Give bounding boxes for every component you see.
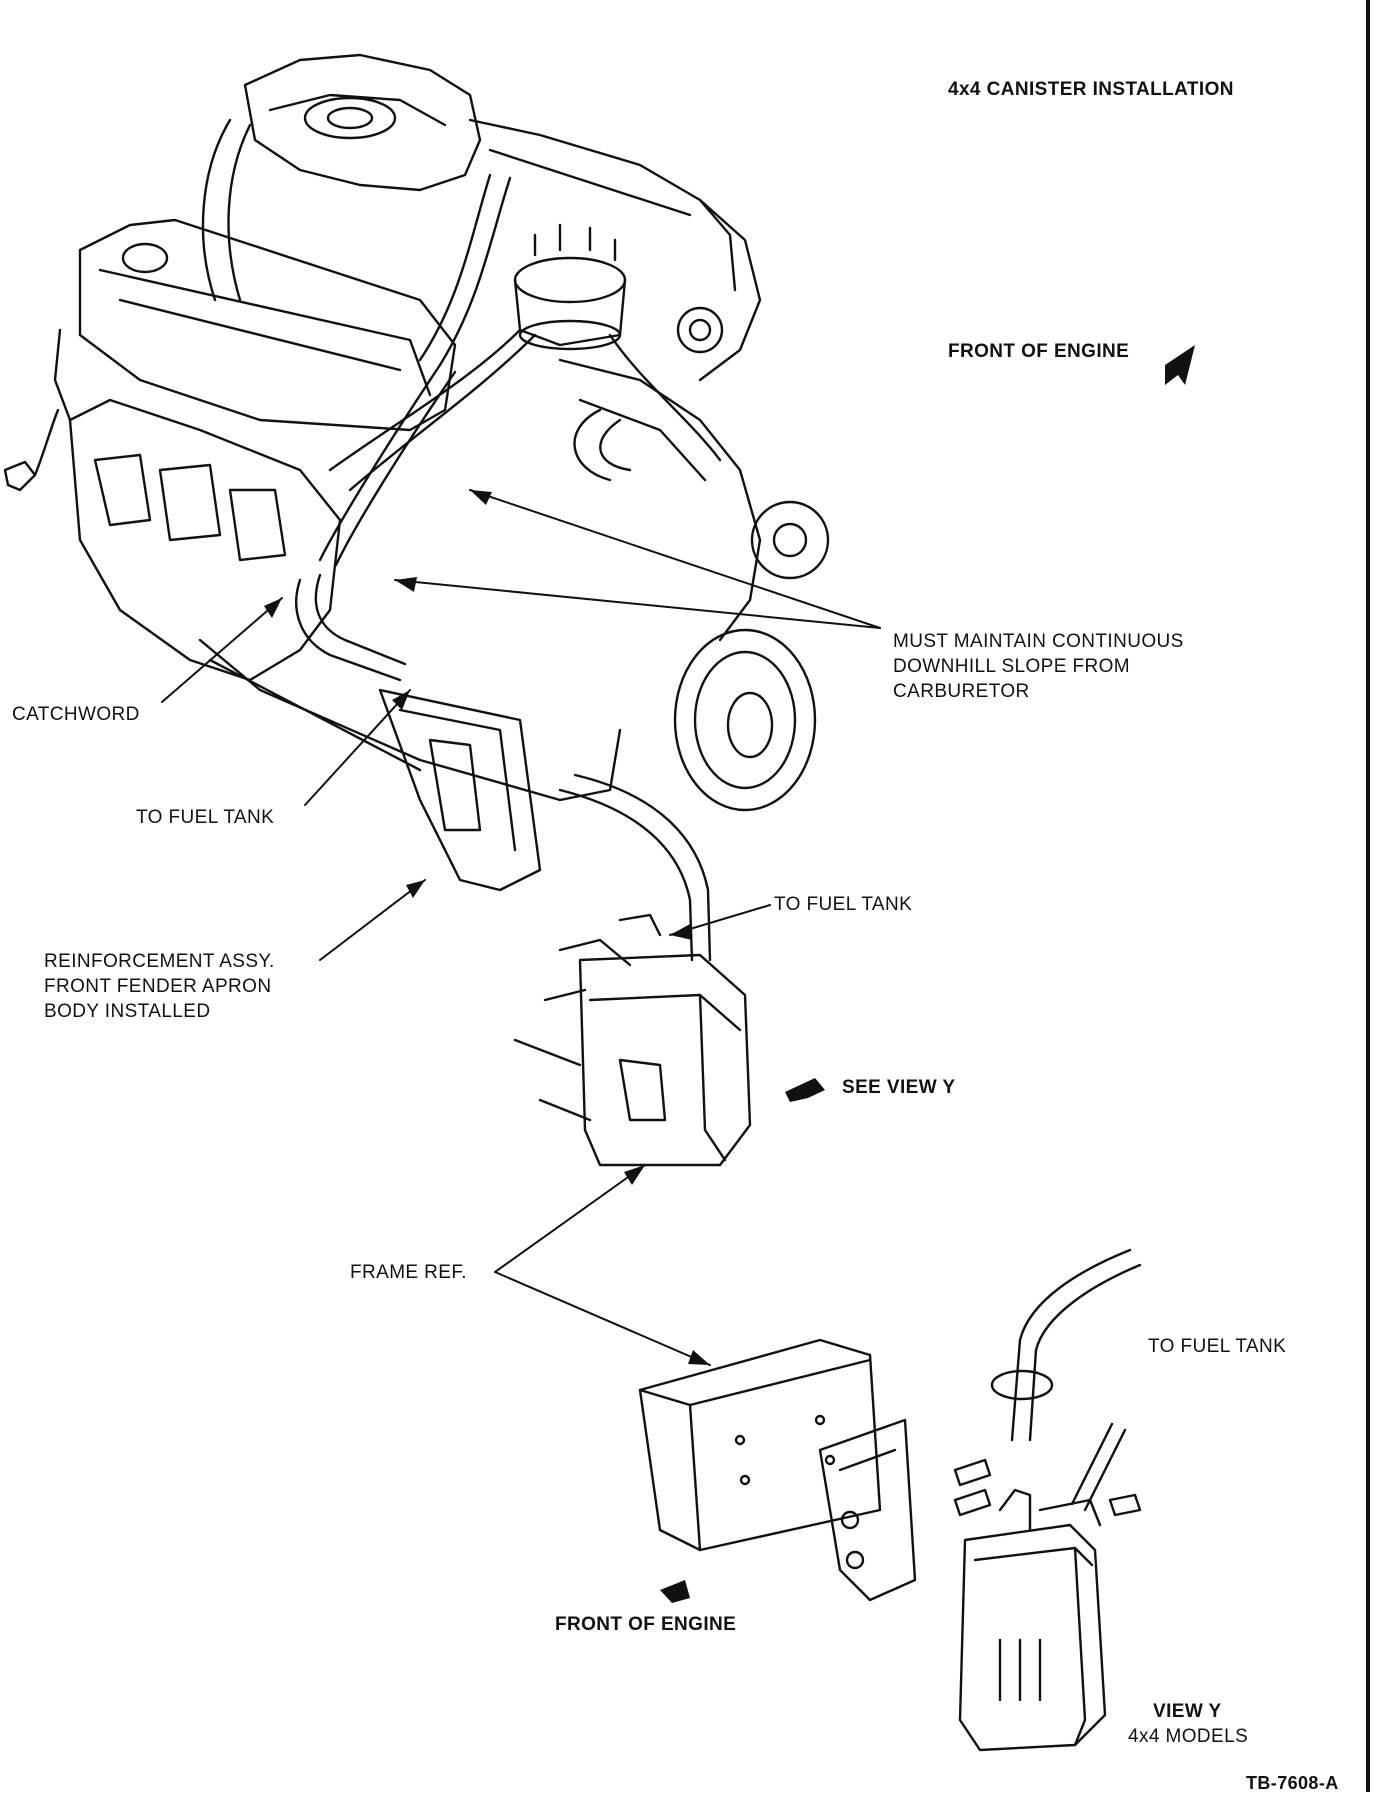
engine-block [3, 53, 830, 892]
page-border-right [1366, 0, 1370, 1792]
view-y-models-label: 4x4 MODELS [1128, 1726, 1249, 1747]
diagram-title: 4x4 CANISTER INSTALLATION [948, 79, 1234, 100]
front-of-engine-top-label: FRONT OF ENGINE [948, 341, 1130, 362]
reinforcement-line-1: REINFORCEMENT ASSY. [44, 951, 275, 972]
see-view-y-arrow-icon [785, 1078, 825, 1102]
canister-mid [513, 913, 752, 1167]
arrowheads [264, 490, 710, 1365]
front-of-engine-bottom-arrow-icon [660, 1580, 690, 1603]
catchword-label: CATCHWORD [12, 704, 140, 725]
view-y-bracket [818, 1418, 1142, 1602]
front-of-engine-top-arrow-icon [1165, 345, 1195, 385]
frame-rail [638, 1338, 882, 1552]
must-maintain-line-2: DOWNHILL SLOPE FROM [893, 656, 1131, 677]
view-y-label: VIEW Y [1153, 1701, 1222, 1722]
must-maintain-line-3: CARBURETOR [893, 681, 1030, 702]
view-y-canister [958, 1488, 1107, 1752]
front-of-engine-bottom-label: FRONT OF ENGINE [555, 1614, 737, 1635]
to-fuel-tank-left-label: TO FUEL TANK [136, 807, 275, 828]
to-fuel-tank-right-label: TO FUEL TANK [1148, 1336, 1287, 1357]
leader-lines [161, 489, 881, 1366]
view-y-hose [1010, 1248, 1132, 1442]
see-view-y-label: SEE VIEW Y [842, 1077, 956, 1098]
reinforcement-line-3: BODY INSTALLED [44, 1001, 211, 1022]
view-y-fuel-line [1070, 1422, 1127, 1512]
figure-id-label: TB-7608-A [1246, 1773, 1339, 1793]
view-y-hose-clip [990, 1369, 1054, 1401]
must-maintain-line-1: MUST MAINTAIN CONTINUOUS [893, 631, 1184, 652]
vapor-hose-mid [558, 788, 694, 962]
reinforcement-line-2: FRONT FENDER APRON [44, 976, 272, 997]
view-y-hose-outer [1028, 1263, 1142, 1442]
vapor-hose-mid-outer [573, 773, 712, 962]
frame-ref-label: FRAME REF. [350, 1262, 467, 1283]
to-fuel-tank-mid-label: TO FUEL TANK [774, 894, 913, 915]
